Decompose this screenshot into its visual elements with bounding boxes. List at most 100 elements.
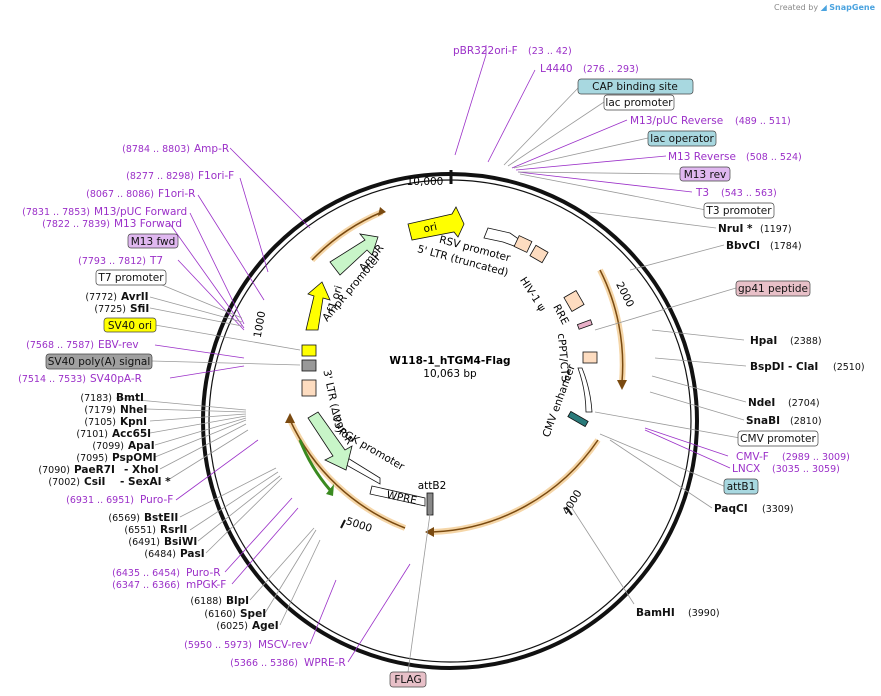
box-flag	[389, 671, 427, 688]
range-acc65i: (7101)	[76, 429, 108, 440]
label-acc65i: Acc65I	[112, 428, 151, 440]
range-m13puc-reverse: (489 .. 511)	[735, 116, 791, 127]
label-mpgk-f: mPGK-F	[186, 579, 226, 591]
label-m13puc-forward: M13/pUC Forward	[94, 206, 187, 218]
leader-puro-f	[175, 439, 259, 501]
label-pspomi: PspOMI	[112, 452, 157, 464]
label-xhoi: - XhoI	[124, 464, 159, 476]
label-mscv-rev: MSCV-rev	[258, 639, 308, 651]
snapgene-logo-icon: ◢	[820, 3, 827, 12]
hiv-psi-label: HIV-1 ψ	[517, 275, 548, 314]
range-t3: (543 .. 563)	[721, 188, 777, 199]
leader-mscv-rev	[309, 579, 337, 645]
leader-snabi	[649, 391, 745, 421]
label-bspdi: BspDI	[750, 361, 784, 373]
leader-hpai	[651, 329, 745, 341]
leader-clai	[654, 357, 747, 367]
label-sexai: - SexAI *	[120, 476, 171, 488]
range-hpai: (2388)	[790, 336, 822, 347]
leader-f1ori-r	[197, 194, 265, 301]
range-rsrii: (6551)	[124, 525, 156, 536]
label-pbr322ori-f: pBR322ori-F	[453, 45, 518, 57]
leader-xhoi	[159, 423, 247, 470]
label-f1ori-f: F1ori-F	[198, 170, 234, 182]
leader-sfii	[149, 307, 243, 327]
label-m13-forward: M13 Forward	[114, 218, 182, 230]
attb2-box	[426, 492, 434, 516]
leader-lac-promoter	[507, 101, 605, 167]
range-amp-r: (8784 .. 8803)	[122, 144, 190, 155]
snapgene-credit: Created by ◢ SnapGene	[774, 3, 875, 12]
range-wpre-r: (5366 .. 5386)	[230, 658, 298, 669]
label-sfii: SfiI	[130, 303, 149, 315]
leader-gp41	[594, 287, 737, 331]
label-nhei: NheI	[120, 404, 147, 416]
ltr5-box	[513, 235, 533, 253]
box-m13-fwd	[127, 233, 179, 249]
arc-left-bottom-head	[285, 413, 295, 423]
cmv-enhancer-shape	[577, 367, 593, 413]
label-wpre-r: WPRE-R	[304, 657, 346, 669]
leader-pbr322	[454, 45, 487, 156]
arc-cds-bottom	[431, 438, 601, 535]
label-puro-r: Puro-R	[186, 567, 221, 579]
range-pasi: (6484)	[144, 549, 176, 560]
range-l4440: (276 .. 293)	[583, 64, 639, 75]
range-lncx: (3035 .. 3059)	[772, 464, 840, 475]
leader-f1ori-f	[239, 177, 269, 273]
range-m13-reverse: (508 .. 524)	[746, 152, 802, 163]
leader-sv40-ori	[154, 324, 301, 351]
range-sv40pa-r: (7514 .. 7533)	[18, 374, 86, 385]
box-m13-rev	[679, 166, 731, 182]
label-lac-operator: lac operator	[650, 133, 714, 145]
arc-cds-right-head	[617, 380, 627, 390]
range-ndei: (2704)	[788, 398, 820, 409]
range-nrui: (1197)	[760, 224, 792, 235]
leader-ebv-rev	[154, 344, 245, 359]
leader-spei	[264, 529, 317, 614]
leader-puro-r	[224, 497, 293, 573]
rre-label: RRE	[550, 302, 571, 326]
leader-ndei	[651, 375, 747, 403]
leader-t3-promoter	[519, 173, 707, 211]
sv40-polya-box	[301, 359, 317, 372]
arc-cds-bottom-head	[425, 527, 434, 537]
range-ebv-rev: (7568 .. 7587)	[26, 340, 94, 351]
box-sv40-polya-signal	[45, 353, 153, 370]
label-sv40-polya-signal: SV40 poly(A) signal	[48, 356, 151, 368]
range-pspomi: (7095)	[76, 453, 108, 464]
label-spei: SpeI	[240, 608, 266, 620]
leader-m13puc-rev	[511, 119, 628, 169]
leader-apai	[154, 417, 247, 446]
ori-label: ori	[422, 221, 438, 236]
range-cmv-f: (2989 .. 3009)	[782, 452, 850, 463]
label-t7: T7	[149, 255, 163, 267]
range-bamhi: (3990)	[688, 608, 720, 619]
box-gp41-peptide	[735, 280, 811, 297]
leader-avrii	[149, 296, 243, 323]
label-snabi: SnaBI	[746, 415, 780, 427]
label-f1ori-r: F1ori-R	[158, 188, 195, 200]
leader-paqci	[609, 439, 713, 509]
label-lncx: LNCX	[732, 463, 760, 475]
credit-prefix: Created by	[774, 3, 819, 12]
cppt-box	[582, 351, 598, 364]
box-cmv-promoter	[737, 430, 819, 447]
range-bsteii: (6569)	[108, 513, 140, 524]
label-amp-r: Amp-R	[194, 143, 229, 155]
range-sfii: (7725)	[94, 304, 126, 315]
leader-acc65i	[149, 415, 247, 434]
label-flag: FLAG	[394, 674, 421, 686]
ori-arrow	[407, 206, 465, 241]
range-apai: (7099)	[92, 441, 124, 452]
leader-t3	[517, 171, 693, 193]
label-avrii: AvrII	[121, 291, 149, 303]
label-sv40-ori: SV40 ori	[108, 320, 152, 332]
arc-ampr-core	[311, 211, 383, 261]
attb2-label: attB2	[418, 480, 447, 492]
label-bamhi: BamHI	[636, 607, 675, 619]
arc-ampr-head	[378, 207, 386, 216]
range-pbr322ori-f: (23 .. 42)	[528, 46, 572, 57]
label-ebv-rev: EBV-rev	[98, 339, 139, 351]
